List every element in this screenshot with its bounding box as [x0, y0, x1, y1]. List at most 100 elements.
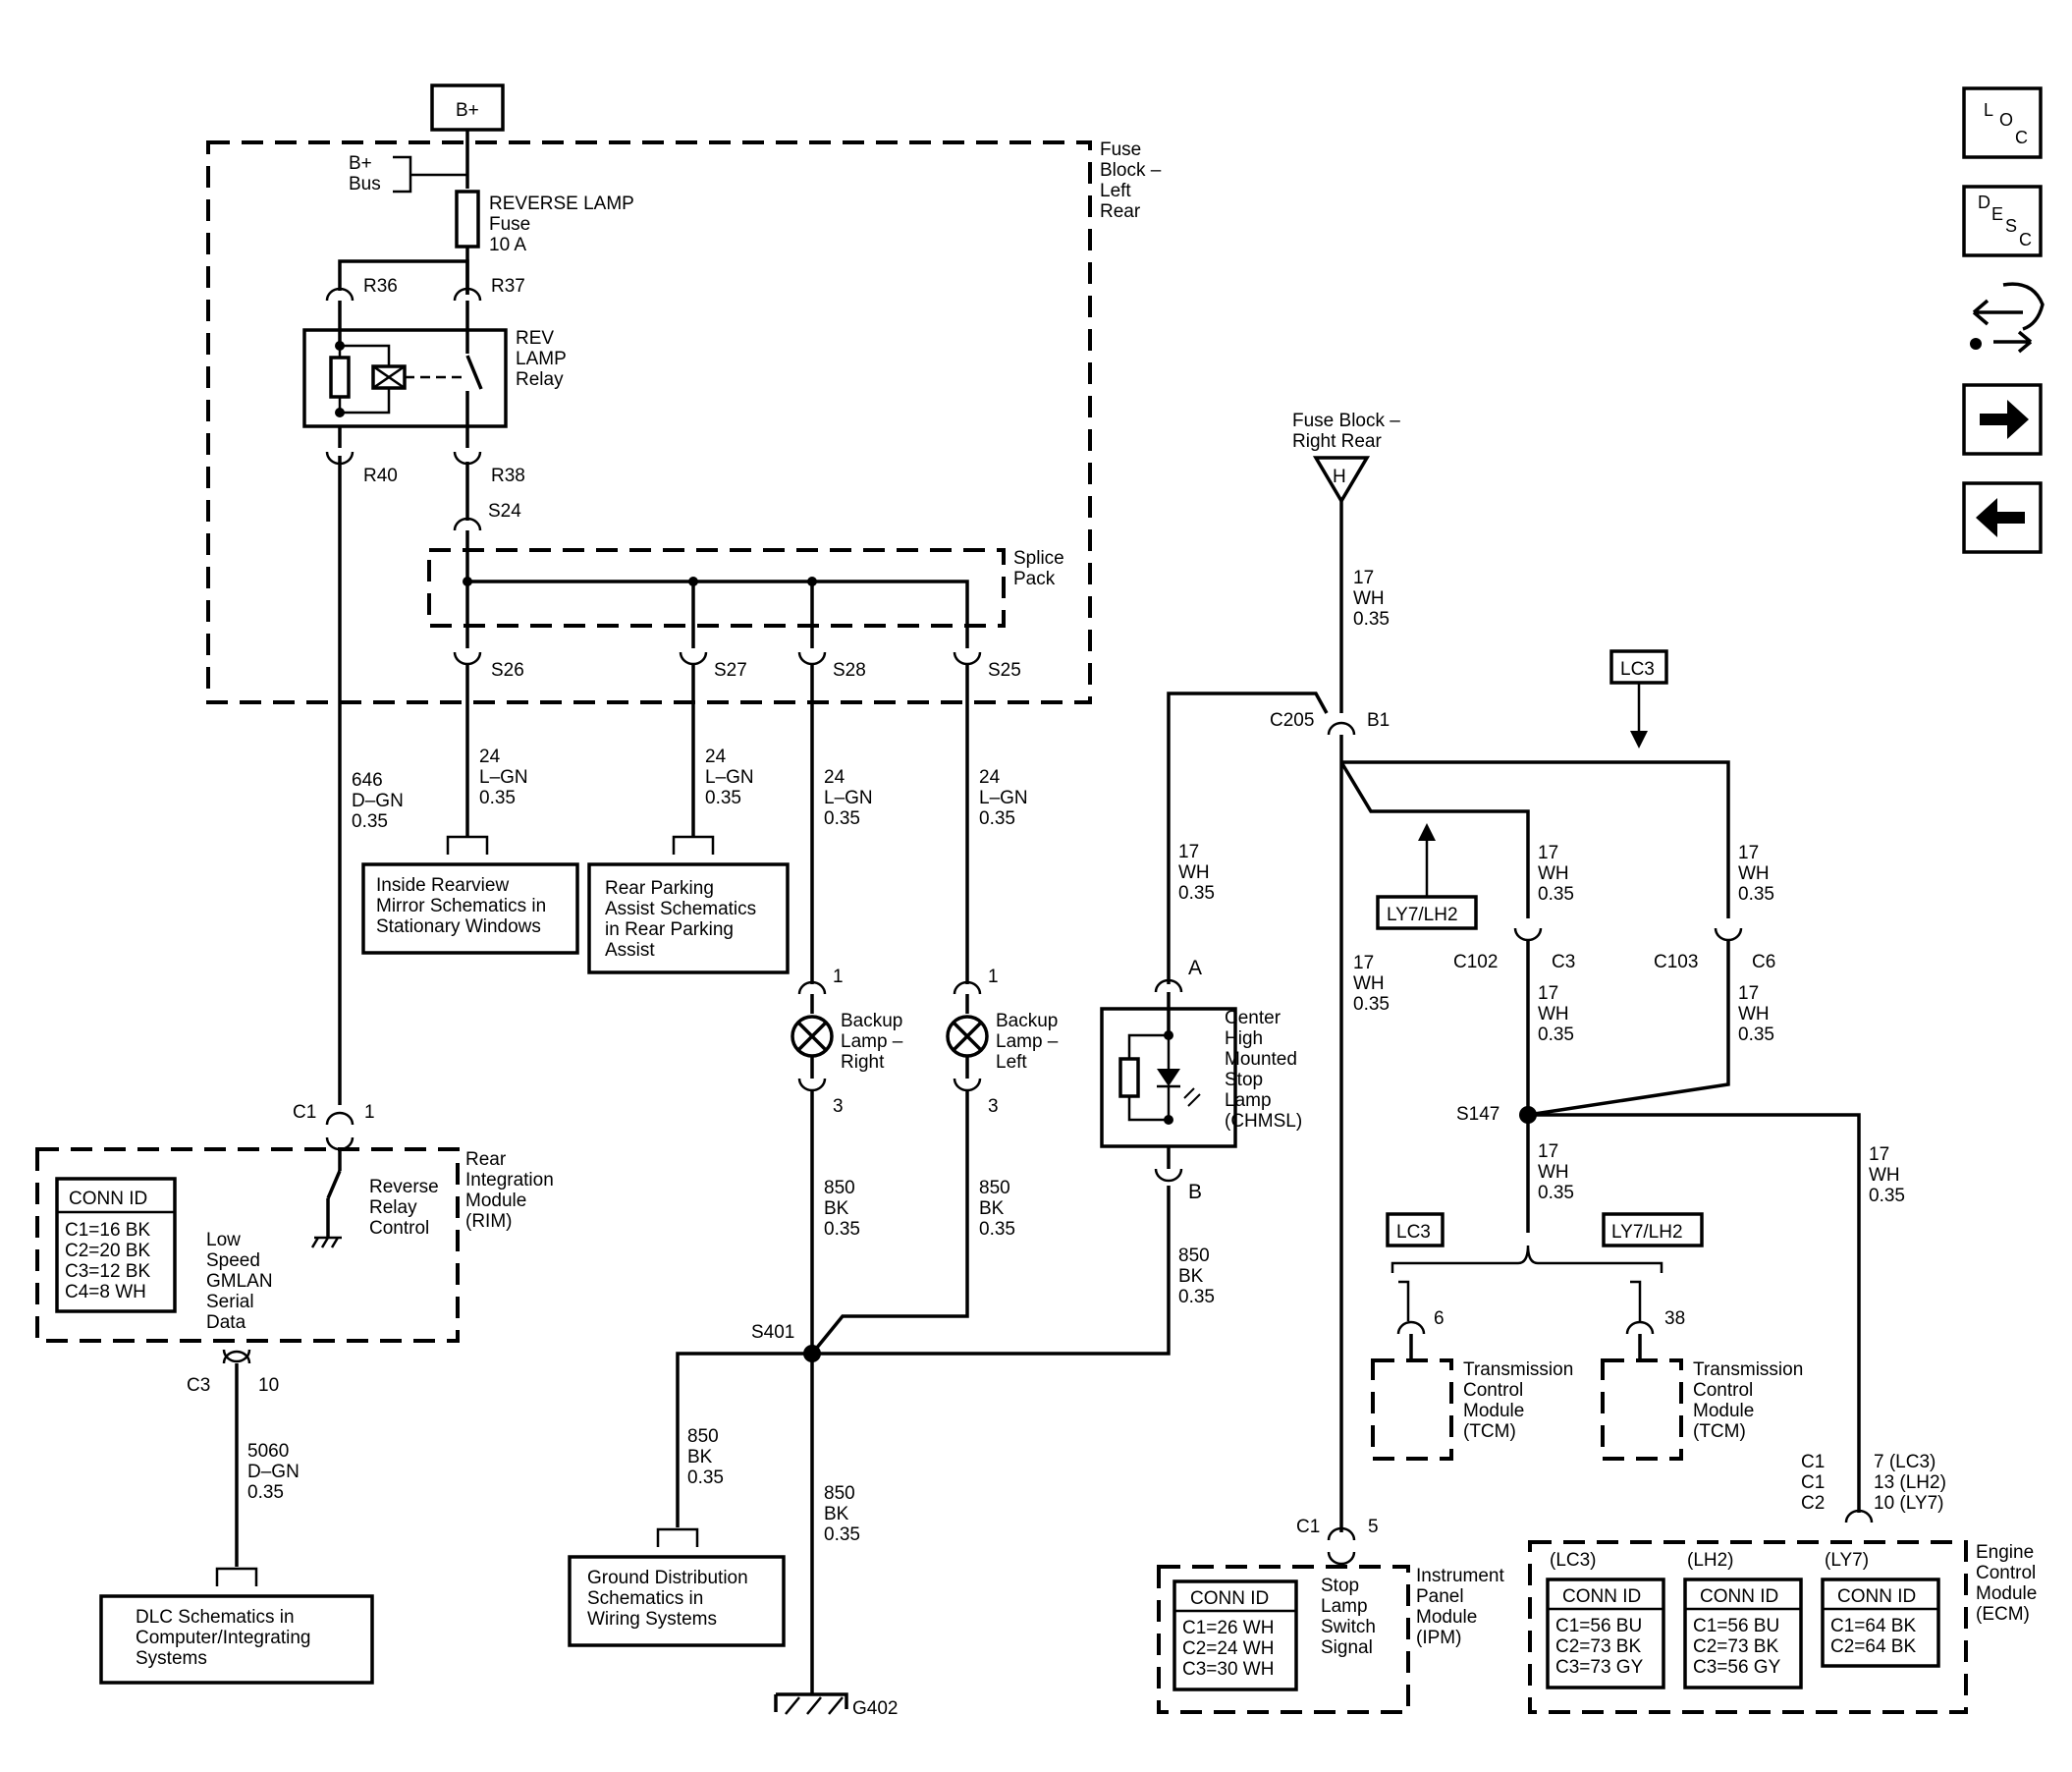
chmsl-lamp: A B Center High Mounted Stop Lamp (CHMSL… — [1100, 957, 1302, 1203]
svg-text:C1=56 BU: C1=56 BU — [1693, 1616, 1779, 1636]
desc-button[interactable]: D E S C — [1962, 185, 2043, 257]
wire-850-ground-dist-label: 850 BK 0.35 — [687, 1426, 724, 1488]
splice-pack: S24 Splice Pack S26 S27 S28 S25 — [427, 462, 1064, 681]
ecm-conn-lh2: (LH2) CONN ID C1=56 BU C2=73 BK C3=56 GY — [1683, 1550, 1803, 1689]
wire-17-ecm-label: 17 WH 0.35 — [1869, 1144, 1905, 1206]
svg-text:0.35: 0.35 — [824, 1524, 860, 1545]
svg-text:S147: S147 — [1456, 1104, 1499, 1125]
wire-850-chmsl — [812, 1186, 1171, 1356]
svg-text:850: 850 — [824, 1483, 855, 1504]
wire-850-chmsl-label: 850 BK 0.35 — [1178, 1246, 1215, 1307]
svg-text:Mirror Schematics in: Mirror Schematics in — [376, 896, 546, 916]
svg-text:Rear: Rear — [1100, 201, 1141, 222]
backup-lamp-right: 1 3 Backup Lamp – Right — [791, 967, 903, 1117]
svg-text:Switch: Switch — [1321, 1617, 1376, 1637]
power-source-b-plus: B+ — [430, 83, 505, 157]
svg-text:C2=64 BK: C2=64 BK — [1830, 1636, 1916, 1657]
svg-text:REV: REV — [516, 328, 554, 349]
svg-text:B: B — [1188, 1181, 1202, 1203]
svg-text:C1=26 WH: C1=26 WH — [1182, 1618, 1274, 1638]
arrow-right-icon — [1980, 400, 2029, 439]
svg-text:R36: R36 — [363, 276, 398, 297]
svg-text:10 A: 10 A — [489, 235, 526, 255]
svg-text:Relay: Relay — [369, 1197, 417, 1218]
svg-text:Lamp: Lamp — [1225, 1090, 1272, 1111]
svg-text:850: 850 — [824, 1178, 855, 1198]
svg-text:BK: BK — [824, 1504, 849, 1524]
svg-text:Control: Control — [1463, 1380, 1523, 1401]
svg-text:0.35: 0.35 — [1869, 1186, 1905, 1206]
rim-connector-c3: C3 10 — [187, 1349, 279, 1396]
rim-label: Rear Integration Module (RIM) — [465, 1149, 554, 1232]
svg-text:CONN ID: CONN ID — [1562, 1586, 1641, 1607]
svg-text:Module: Module — [465, 1191, 526, 1211]
arrow-right-button[interactable] — [1962, 383, 2043, 456]
svg-text:D: D — [1978, 193, 1990, 212]
b-plus-bus: B+ Bus — [349, 153, 467, 194]
svg-text:1: 1 — [364, 1102, 375, 1123]
wire-850-left-label: 850 BK 0.35 — [979, 1178, 1015, 1240]
ecm-conn-ly7: (LY7) CONN ID C1=64 BK C2=64 BK — [1821, 1550, 1940, 1668]
svg-text:DLC Schematics in: DLC Schematics in — [136, 1607, 295, 1628]
svg-text:Backup: Backup — [841, 1011, 902, 1031]
svg-text:C: C — [2015, 128, 2028, 147]
connector-swap-icon[interactable] — [1970, 282, 2045, 354]
svg-text:B+: B+ — [349, 153, 372, 174]
rim-module-outline — [35, 1147, 460, 1343]
svg-text:S25: S25 — [988, 660, 1021, 681]
svg-text:Module: Module — [1693, 1401, 1754, 1421]
wire-24-lamp-left-label: 24 L–GN 0.35 — [979, 767, 1028, 829]
svg-text:Lamp –: Lamp – — [841, 1031, 903, 1052]
svg-text:GMLAN: GMLAN — [206, 1271, 273, 1292]
svg-text:WH: WH — [1538, 863, 1569, 884]
wire-17-ipm-label: 17 WH 0.35 — [1353, 953, 1390, 1015]
svg-text:Assist Schematics: Assist Schematics — [605, 899, 756, 919]
wire-17-lc3 — [1341, 760, 1730, 918]
svg-text:WH: WH — [1178, 862, 1210, 883]
svg-text:17: 17 — [1738, 843, 1759, 863]
svg-text:0.35: 0.35 — [247, 1482, 284, 1503]
rim-conn-id-table: CONN ID C1=16 BK C2=20 BK C3=12 BK C4=8 … — [55, 1177, 177, 1313]
svg-text:WH: WH — [1538, 1162, 1569, 1183]
svg-text:Panel: Panel — [1416, 1586, 1464, 1607]
svg-text:17: 17 — [1538, 1141, 1558, 1162]
svg-text:Transmission: Transmission — [1463, 1359, 1573, 1380]
svg-text:0.35: 0.35 — [979, 808, 1015, 829]
svg-text:Stop: Stop — [1225, 1070, 1263, 1090]
loc-button[interactable]: L O C — [1962, 86, 2043, 159]
svg-text:5: 5 — [1368, 1517, 1379, 1537]
ground-distribution-ref: Ground Distribution Schematics in Wiring… — [568, 1527, 786, 1647]
inside-rearview-mirror-ref: Inside Rearview Mirror Schematics in Sta… — [361, 835, 579, 955]
svg-text:C3=73 GY: C3=73 GY — [1555, 1657, 1644, 1678]
svg-text:CONN ID: CONN ID — [1190, 1588, 1269, 1609]
rim-reverse-relay-control: Reverse Relay Control — [310, 1149, 439, 1248]
svg-text:Mounted: Mounted — [1225, 1049, 1297, 1070]
svg-text:C3: C3 — [1552, 952, 1575, 972]
ipm-label: Instrument Panel Module (IPM) — [1416, 1566, 1504, 1648]
svg-text:G402: G402 — [852, 1698, 898, 1719]
connector-c103: C103 C6 — [1527, 927, 1775, 1117]
svg-text:1: 1 — [833, 967, 844, 987]
svg-text:24: 24 — [824, 767, 845, 788]
fuse-block-left-rear-outline — [206, 140, 1092, 704]
svg-text:C: C — [2019, 230, 2032, 249]
wire-24-lamp-right-label: 24 L–GN 0.35 — [824, 767, 873, 829]
svg-text:Stop: Stop — [1321, 1576, 1359, 1596]
svg-text:C4=8 WH: C4=8 WH — [65, 1282, 146, 1302]
svg-text:24: 24 — [705, 747, 727, 767]
svg-text:WH: WH — [1353, 973, 1385, 994]
wire-850-g402-label: 850 BK 0.35 — [824, 1483, 860, 1545]
svg-text:Backup: Backup — [996, 1011, 1058, 1031]
svg-text:CONN ID: CONN ID — [1700, 1586, 1778, 1607]
svg-text:Ground Distribution: Ground Distribution — [587, 1568, 748, 1588]
svg-text:R37: R37 — [491, 276, 525, 297]
svg-text:Block –: Block – — [1100, 160, 1162, 181]
svg-text:LY7/LH2: LY7/LH2 — [1611, 1222, 1683, 1243]
svg-text:17: 17 — [1178, 842, 1199, 862]
svg-text:(IPM): (IPM) — [1416, 1628, 1461, 1648]
svg-text:10: 10 — [258, 1375, 279, 1396]
ecm-conn-lc3: (LC3) CONN ID C1=56 BU C2=73 BK C3=73 GY — [1546, 1550, 1665, 1689]
svg-text:L–GN: L–GN — [824, 788, 873, 808]
arrow-left-button[interactable] — [1962, 481, 2043, 554]
